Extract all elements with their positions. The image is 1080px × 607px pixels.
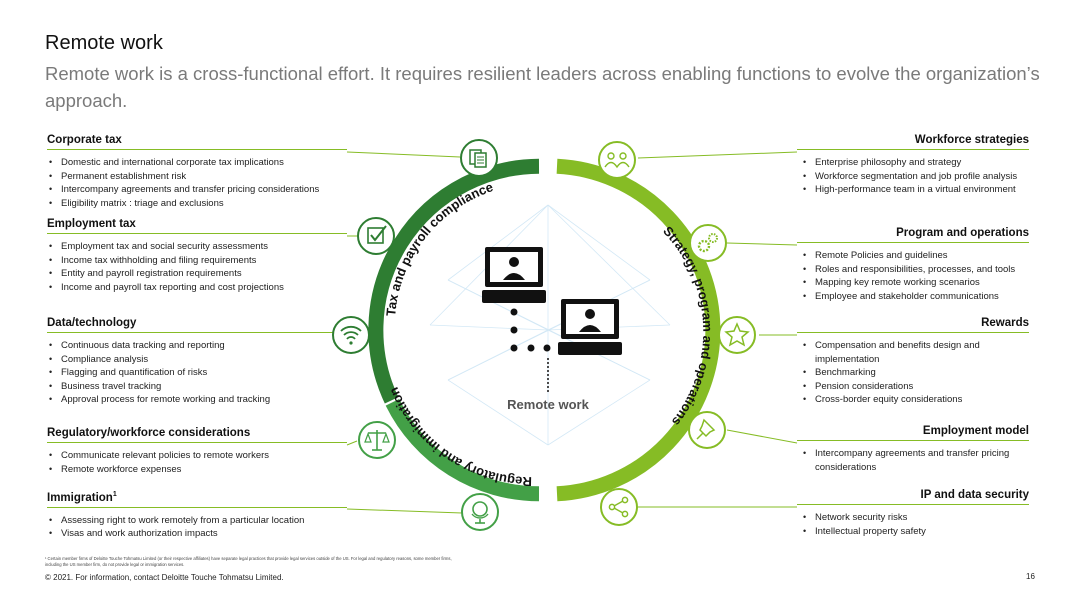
list-item: Employee and stakeholder communications — [801, 290, 1029, 304]
connector-lines — [333, 151, 798, 514]
list-item: Eligibility matrix : triage and exclusio… — [47, 197, 347, 211]
section-list: Communicate relevant policies to remote … — [47, 449, 347, 476]
arc-label-strategy: Strategy, program and operations — [660, 223, 715, 429]
computer-icon-left — [482, 247, 546, 303]
section-list: Intercompany agreements and transfer pri… — [797, 447, 1029, 474]
center-label: Remote work — [507, 397, 589, 412]
ring-arc-strategy — [556, 158, 721, 502]
list-item: Compensation and benefits design and imp… — [801, 339, 1029, 366]
section-regulatory-workforce: Regulatory/workforce considerations Comm… — [47, 427, 347, 476]
list-item: Income tax withholding and filing requir… — [47, 254, 347, 268]
list-item: Remote Policies and guidelines — [801, 249, 1029, 263]
list-item: Compliance analysis — [47, 353, 347, 367]
list-item: Income and payroll tax reporting and cos… — [47, 281, 347, 295]
section-divider — [797, 242, 1029, 243]
list-item: Domestic and international corporate tax… — [47, 156, 347, 170]
section-divider — [47, 506, 347, 508]
section-title: Employment tax — [47, 218, 136, 230]
globe-icon — [461, 493, 499, 531]
section-list: Assessing right to work remotely from a … — [47, 514, 347, 541]
pushpin-icon — [688, 411, 726, 449]
list-item: Benchmarking — [801, 366, 1029, 380]
list-item: Roles and responsibilities, processes, a… — [801, 263, 1029, 277]
section-title: Corporate tax — [47, 134, 122, 146]
documents-icon — [460, 139, 498, 177]
scales-icon — [358, 421, 396, 459]
list-item: Workforce segmentation and job profile a… — [801, 170, 1029, 184]
section-corporate-tax: Corporate tax Domestic and international… — [47, 134, 347, 210]
page-number: 16 — [1026, 572, 1035, 581]
section-divider — [797, 149, 1029, 150]
list-item: Cross-border equity considerations — [801, 393, 1029, 407]
list-item: High-performance team in a virtual envir… — [801, 183, 1029, 197]
list-item: Entity and payroll registration requirem… — [47, 267, 347, 281]
section-divider — [47, 442, 347, 443]
section-title: IP and data security — [920, 489, 1029, 501]
section-data-technology: Data/technology Continuous data tracking… — [47, 317, 347, 407]
section-divider — [47, 332, 347, 333]
section-title: Regulatory/workforce considerations — [47, 427, 251, 439]
section-list: Remote Policies and guidelines Roles and… — [797, 249, 1029, 303]
section-list: Network security risks Intellectual prop… — [797, 511, 1029, 538]
star-icon — [718, 316, 756, 354]
section-divider — [797, 504, 1029, 505]
section-title: Workforce strategies — [914, 134, 1029, 146]
list-item: Intercompany agreements and transfer pri… — [801, 447, 1029, 474]
list-item: Remote workforce expenses — [47, 463, 347, 477]
copyright: © 2021. For information, contact Deloitt… — [45, 573, 284, 582]
arc-label-regulatory: Regulatory and immigration — [386, 385, 532, 489]
list-item: Pension considerations — [801, 380, 1029, 394]
arc-label-tax: Tax and payroll compliance — [383, 179, 495, 317]
section-employment-tax: Employment tax Employment tax and social… — [47, 218, 347, 294]
list-item: Network security risks — [801, 511, 1029, 525]
section-title: Program and operations — [896, 227, 1029, 239]
section-divider — [47, 149, 347, 150]
connection-dots — [510, 308, 551, 352]
share-icon — [600, 488, 638, 526]
section-divider — [47, 233, 347, 234]
ring-arc-regulatory — [385, 398, 540, 502]
section-divider — [797, 440, 1029, 441]
section-list: Enterprise philosophy and strategy Workf… — [797, 156, 1029, 197]
list-item: Approval process for remote working and … — [47, 393, 347, 407]
page-title: Remote work — [45, 32, 163, 54]
list-item: Visas and work authorization impacts — [47, 527, 347, 541]
computer-icon-right — [558, 299, 622, 355]
section-title: Immigration1 — [47, 491, 347, 507]
section-program-operations: Program and operations Remote Policies a… — [797, 227, 1029, 303]
gears-icon — [689, 224, 727, 262]
list-item: Flagging and quantification of risks — [47, 366, 347, 380]
checkbox-icon — [357, 217, 395, 255]
list-item: Business travel tracking — [47, 380, 347, 394]
section-ip-data-security: IP and data security Network security ri… — [797, 489, 1029, 538]
section-title: Employment model — [922, 425, 1029, 437]
section-divider — [797, 332, 1029, 333]
list-item: Intellectual property safety — [801, 525, 1029, 539]
section-list: Domestic and international corporate tax… — [47, 156, 347, 210]
network-background — [429, 204, 671, 446]
list-item: Employment tax and social security asses… — [47, 240, 347, 254]
section-list: Compensation and benefits design and imp… — [797, 339, 1029, 407]
section-rewards: Rewards Compensation and benefits design… — [797, 317, 1029, 407]
section-employment-model: Employment model Intercompany agreements… — [797, 425, 1029, 474]
ring-arc-tax — [368, 158, 540, 404]
section-list: Employment tax and social security asses… — [47, 240, 347, 294]
list-item: Enterprise philosophy and strategy — [801, 156, 1029, 170]
section-title: Rewards — [981, 317, 1029, 329]
list-item: Mapping key remote working scenarios — [801, 276, 1029, 290]
section-title: Data/technology — [47, 317, 137, 329]
people-icon — [598, 141, 636, 179]
footnote: ¹ Certain member firms of Deloitte Touch… — [45, 556, 452, 567]
list-item: Permanent establishment risk — [47, 170, 347, 184]
list-item: Continuous data tracking and reporting — [47, 339, 347, 353]
section-title-text: Immigration — [47, 491, 113, 504]
section-immigration: Immigration1 Assessing right to work rem… — [47, 491, 347, 541]
list-item: Intercompany agreements and transfer pri… — [47, 183, 347, 197]
list-item: Communicate relevant policies to remote … — [47, 449, 347, 463]
section-workforce-strategies: Workforce strategies Enterprise philosop… — [797, 134, 1029, 197]
list-item: Assessing right to work remotely from a … — [47, 514, 347, 528]
section-list: Continuous data tracking and reporting C… — [47, 339, 347, 407]
page-subtitle: Remote work is a cross-functional effort… — [45, 63, 1040, 111]
footnote-marker: 1 — [112, 491, 117, 498]
